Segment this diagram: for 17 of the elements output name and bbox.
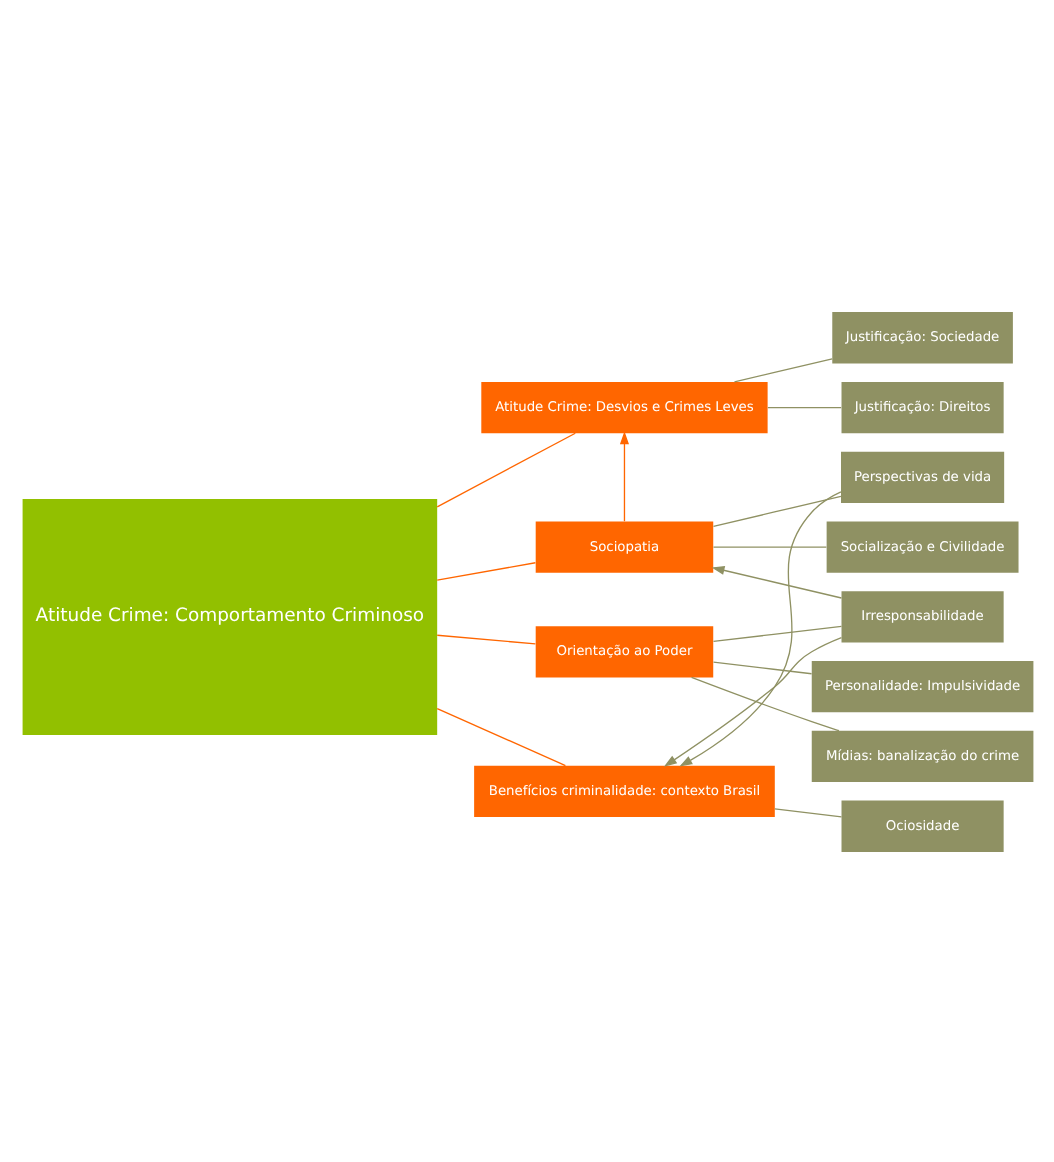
connector: [435, 706, 566, 766]
arrow: [710, 564, 842, 598]
connector: [711, 660, 812, 674]
connector: [435, 431, 575, 507]
arrow: [618, 430, 628, 521]
connector: [766, 405, 841, 408]
connector: [732, 357, 832, 382]
connector: [711, 624, 842, 642]
node-box: Atitude Crime: Comportamento Criminoso: [21, 497, 437, 734]
connector: [435, 633, 536, 644]
connector: [711, 545, 827, 547]
connector: [773, 807, 842, 817]
arrow: [678, 490, 841, 766]
connector: [689, 675, 839, 731]
connector: [435, 561, 536, 580]
connector: [711, 494, 841, 527]
arrow: [662, 636, 842, 766]
